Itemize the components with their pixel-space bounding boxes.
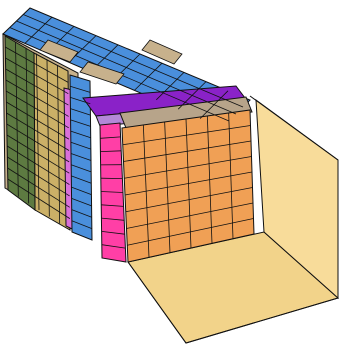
blue-grid-horizontal [70,108,91,116]
blue-grid-horizontal [71,209,92,218]
box-grid-lines [5,14,254,258]
orange-grid-horizontal [124,171,253,196]
pink-grid-horizontal [100,136,121,139]
pink-grid-horizontal [100,191,124,193]
left-grid-vertical [15,41,19,197]
blue-grid-horizontal [70,97,91,105]
left-grid-vertical [25,47,30,204]
blue-grid-horizontal [70,153,92,161]
orange-grid-horizontal [124,156,252,179]
blue-grid-horizontal [70,141,91,150]
tan-cap-row [119,96,253,129]
orange-grid-horizontal [122,125,251,146]
top-grid-long [16,20,237,115]
left-grid-vertical [57,65,61,224]
pink-grid-horizontal [101,231,125,235]
orange-grid-horizontal [123,140,252,162]
orange-grid-horizontal [127,218,254,246]
blue-grid-horizontal [70,119,91,127]
pink-grid-horizontal [101,204,124,207]
blue-grid-horizontal [71,220,93,230]
blue-grid-horizontal [70,85,91,93]
orange-grid-horizontal [126,202,254,229]
left-grid-vertical [46,59,50,217]
container-interior [127,98,340,344]
pink-grid-horizontal [100,150,122,152]
top-grid-long [23,14,244,108]
top-tan-box-group [39,39,79,63]
blue-grid-horizontal [71,197,92,207]
blue-column-front [69,74,93,241]
blue-grid-horizontal [71,175,92,184]
orange-grid-horizontal [125,187,253,213]
cargo-stack [2,7,255,263]
pink-grid-horizontal [101,244,126,249]
olive-column [4,35,36,211]
blue-grid-horizontal [71,164,92,173]
pink-column [99,122,127,263]
blue-grid-horizontal [70,130,91,139]
top-tan-box-group [141,39,183,65]
container-edge-lines [127,95,339,344]
pink-grid-horizontal [101,217,125,221]
blue-grid-horizontal [71,186,92,195]
left-grid-vertical [36,53,40,211]
top-tan-box-group [79,61,125,85]
